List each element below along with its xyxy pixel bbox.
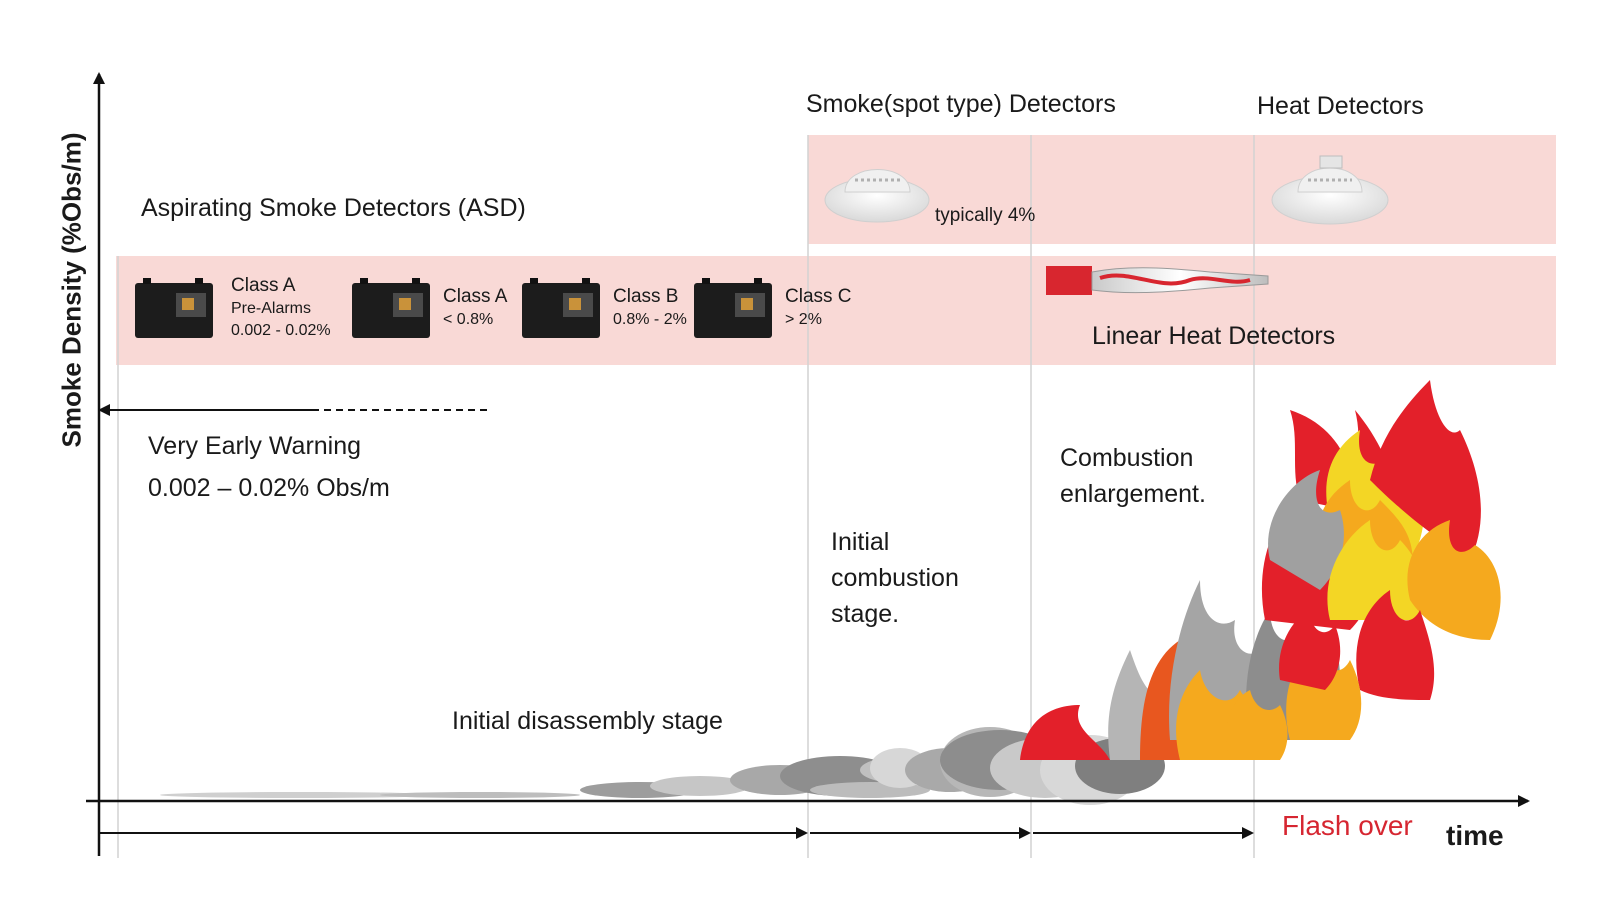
early-warning-value: 0.002 – 0.02% Obs/m: [148, 474, 390, 502]
asd-unit-icon: [135, 278, 213, 338]
stage-disassembly: Initial disassembly stage: [452, 707, 723, 735]
linear-heat-cable-icon: [1046, 266, 1269, 295]
stage-initial-combustion: Initial combustion stage.: [831, 528, 959, 628]
x-axis-label: time: [1446, 820, 1504, 851]
heat-detector-icon: [1271, 155, 1389, 225]
asd-class-range: < 0.8%: [443, 311, 494, 328]
asd-band: [116, 256, 1556, 365]
asd-class-name: Class C: [785, 286, 852, 307]
spot-threshold-note: typically 4%: [935, 205, 1036, 226]
asd-class-sub: Pre-Alarms: [231, 300, 312, 317]
asd-class-range: 0.8% - 2%: [613, 311, 687, 328]
spot-smoke-detector-icon: [824, 169, 930, 223]
spot-detectors-title: Smoke(spot type) Detectors: [806, 90, 1116, 118]
asd-class-range: > 2%: [785, 311, 822, 328]
linear-heat-label: Linear Heat Detectors: [1092, 322, 1336, 350]
y-axis-label: Smoke Density (%Obs/m): [56, 132, 87, 448]
asd-class-range: 0.002 - 0.02%: [231, 322, 331, 339]
smoke-clouds: [160, 727, 1165, 805]
spot-heat-band: [808, 135, 1556, 244]
early-warning-title: Very Early Warning: [148, 432, 362, 460]
asd-unit-icon: [522, 278, 600, 338]
asd-unit-icon: [694, 278, 772, 338]
stage-enlargement: Combustion enlargement.: [1060, 444, 1206, 508]
asd-unit-icon: [352, 278, 430, 338]
asd-class-name: Class A: [443, 286, 508, 307]
fire-flames-icon: [1020, 380, 1501, 760]
asd-class-name: Class A: [231, 275, 296, 296]
asd-title: Aspirating Smoke Detectors (ASD): [141, 194, 526, 222]
asd-class-name: Class B: [613, 286, 679, 307]
heat-detectors-title: Heat Detectors: [1257, 92, 1424, 120]
flash-over-label: Flash over: [1282, 810, 1413, 841]
